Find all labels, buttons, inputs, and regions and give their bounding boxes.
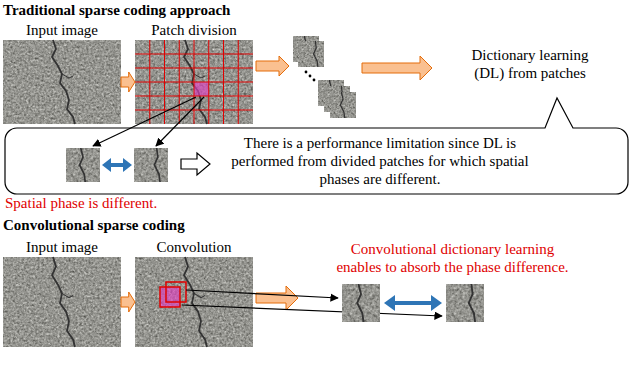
section-heading: Convolutional sparse coding [3, 216, 185, 234]
image-panel: Patch division [135, 40, 253, 124]
patch-sample [66, 148, 100, 182]
image-panel: Convolution [135, 257, 253, 347]
panel-caption: Input image [0, 238, 141, 256]
image-panel: Input image [3, 40, 121, 124]
callout-box: There is a performance limitation since … [5, 128, 628, 194]
patch-sample [342, 284, 380, 322]
leader-arrow [182, 305, 442, 316]
section-heading: Traditional sparse coding approach [3, 1, 230, 19]
patch-sample [446, 284, 484, 322]
panel-caption: Patch division [115, 21, 273, 39]
kernel-window [166, 282, 186, 302]
callout-text: There is a performance limitation since … [220, 134, 540, 188]
process-arrow [121, 292, 135, 312]
patch-grid [135, 40, 253, 124]
process-arrow [362, 56, 432, 80]
panel-caption: Input image [0, 21, 141, 39]
patch-sample [134, 148, 168, 182]
highlight-note: Convolutional dictionary learning enable… [330, 240, 575, 276]
process-arrow [256, 286, 298, 310]
leader-arrow [186, 290, 338, 298]
crack-photo [3, 40, 121, 124]
warning-note: Spatial phase is different. [5, 194, 157, 212]
hollow-arrow [181, 153, 210, 175]
process-arrow [121, 72, 135, 92]
selected-patch [194, 82, 209, 96]
process-arrow [256, 56, 289, 76]
double-arrow [384, 295, 442, 311]
double-arrow [102, 158, 132, 172]
crack-photo [3, 257, 121, 347]
panel-caption: Convolution [115, 238, 273, 256]
image-panel: Input image [3, 257, 121, 347]
leader-arrow [156, 97, 204, 146]
crack-photo [135, 257, 253, 347]
process-note: Dictionary learning (DL) from patches [455, 46, 605, 82]
patch-stack [293, 36, 356, 118]
crack-photo [135, 40, 253, 124]
kernel-window [160, 287, 180, 307]
